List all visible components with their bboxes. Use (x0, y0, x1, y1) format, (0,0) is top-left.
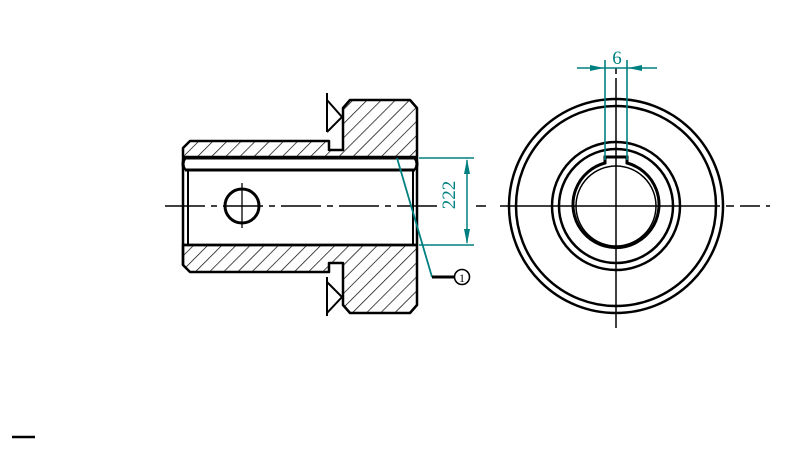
dimension-keyway-width (577, 60, 657, 160)
balloon-icon (453, 268, 471, 286)
dimension-keyway-width-value: 6 (612, 48, 622, 69)
section-view (165, 93, 440, 316)
bottom-wall-section (181, 243, 419, 315)
end-view (500, 68, 770, 328)
support-symbol-bottom (326, 277, 344, 316)
bore-with-keyway (571, 155, 661, 250)
balloon-label: 1 (459, 271, 465, 285)
top-wall-section (181, 98, 419, 159)
dimension-bore-height-value: 222 (439, 181, 460, 210)
support-symbol-top (326, 93, 344, 133)
dimension-bore-height (419, 157, 474, 246)
leader-line (396, 157, 471, 286)
